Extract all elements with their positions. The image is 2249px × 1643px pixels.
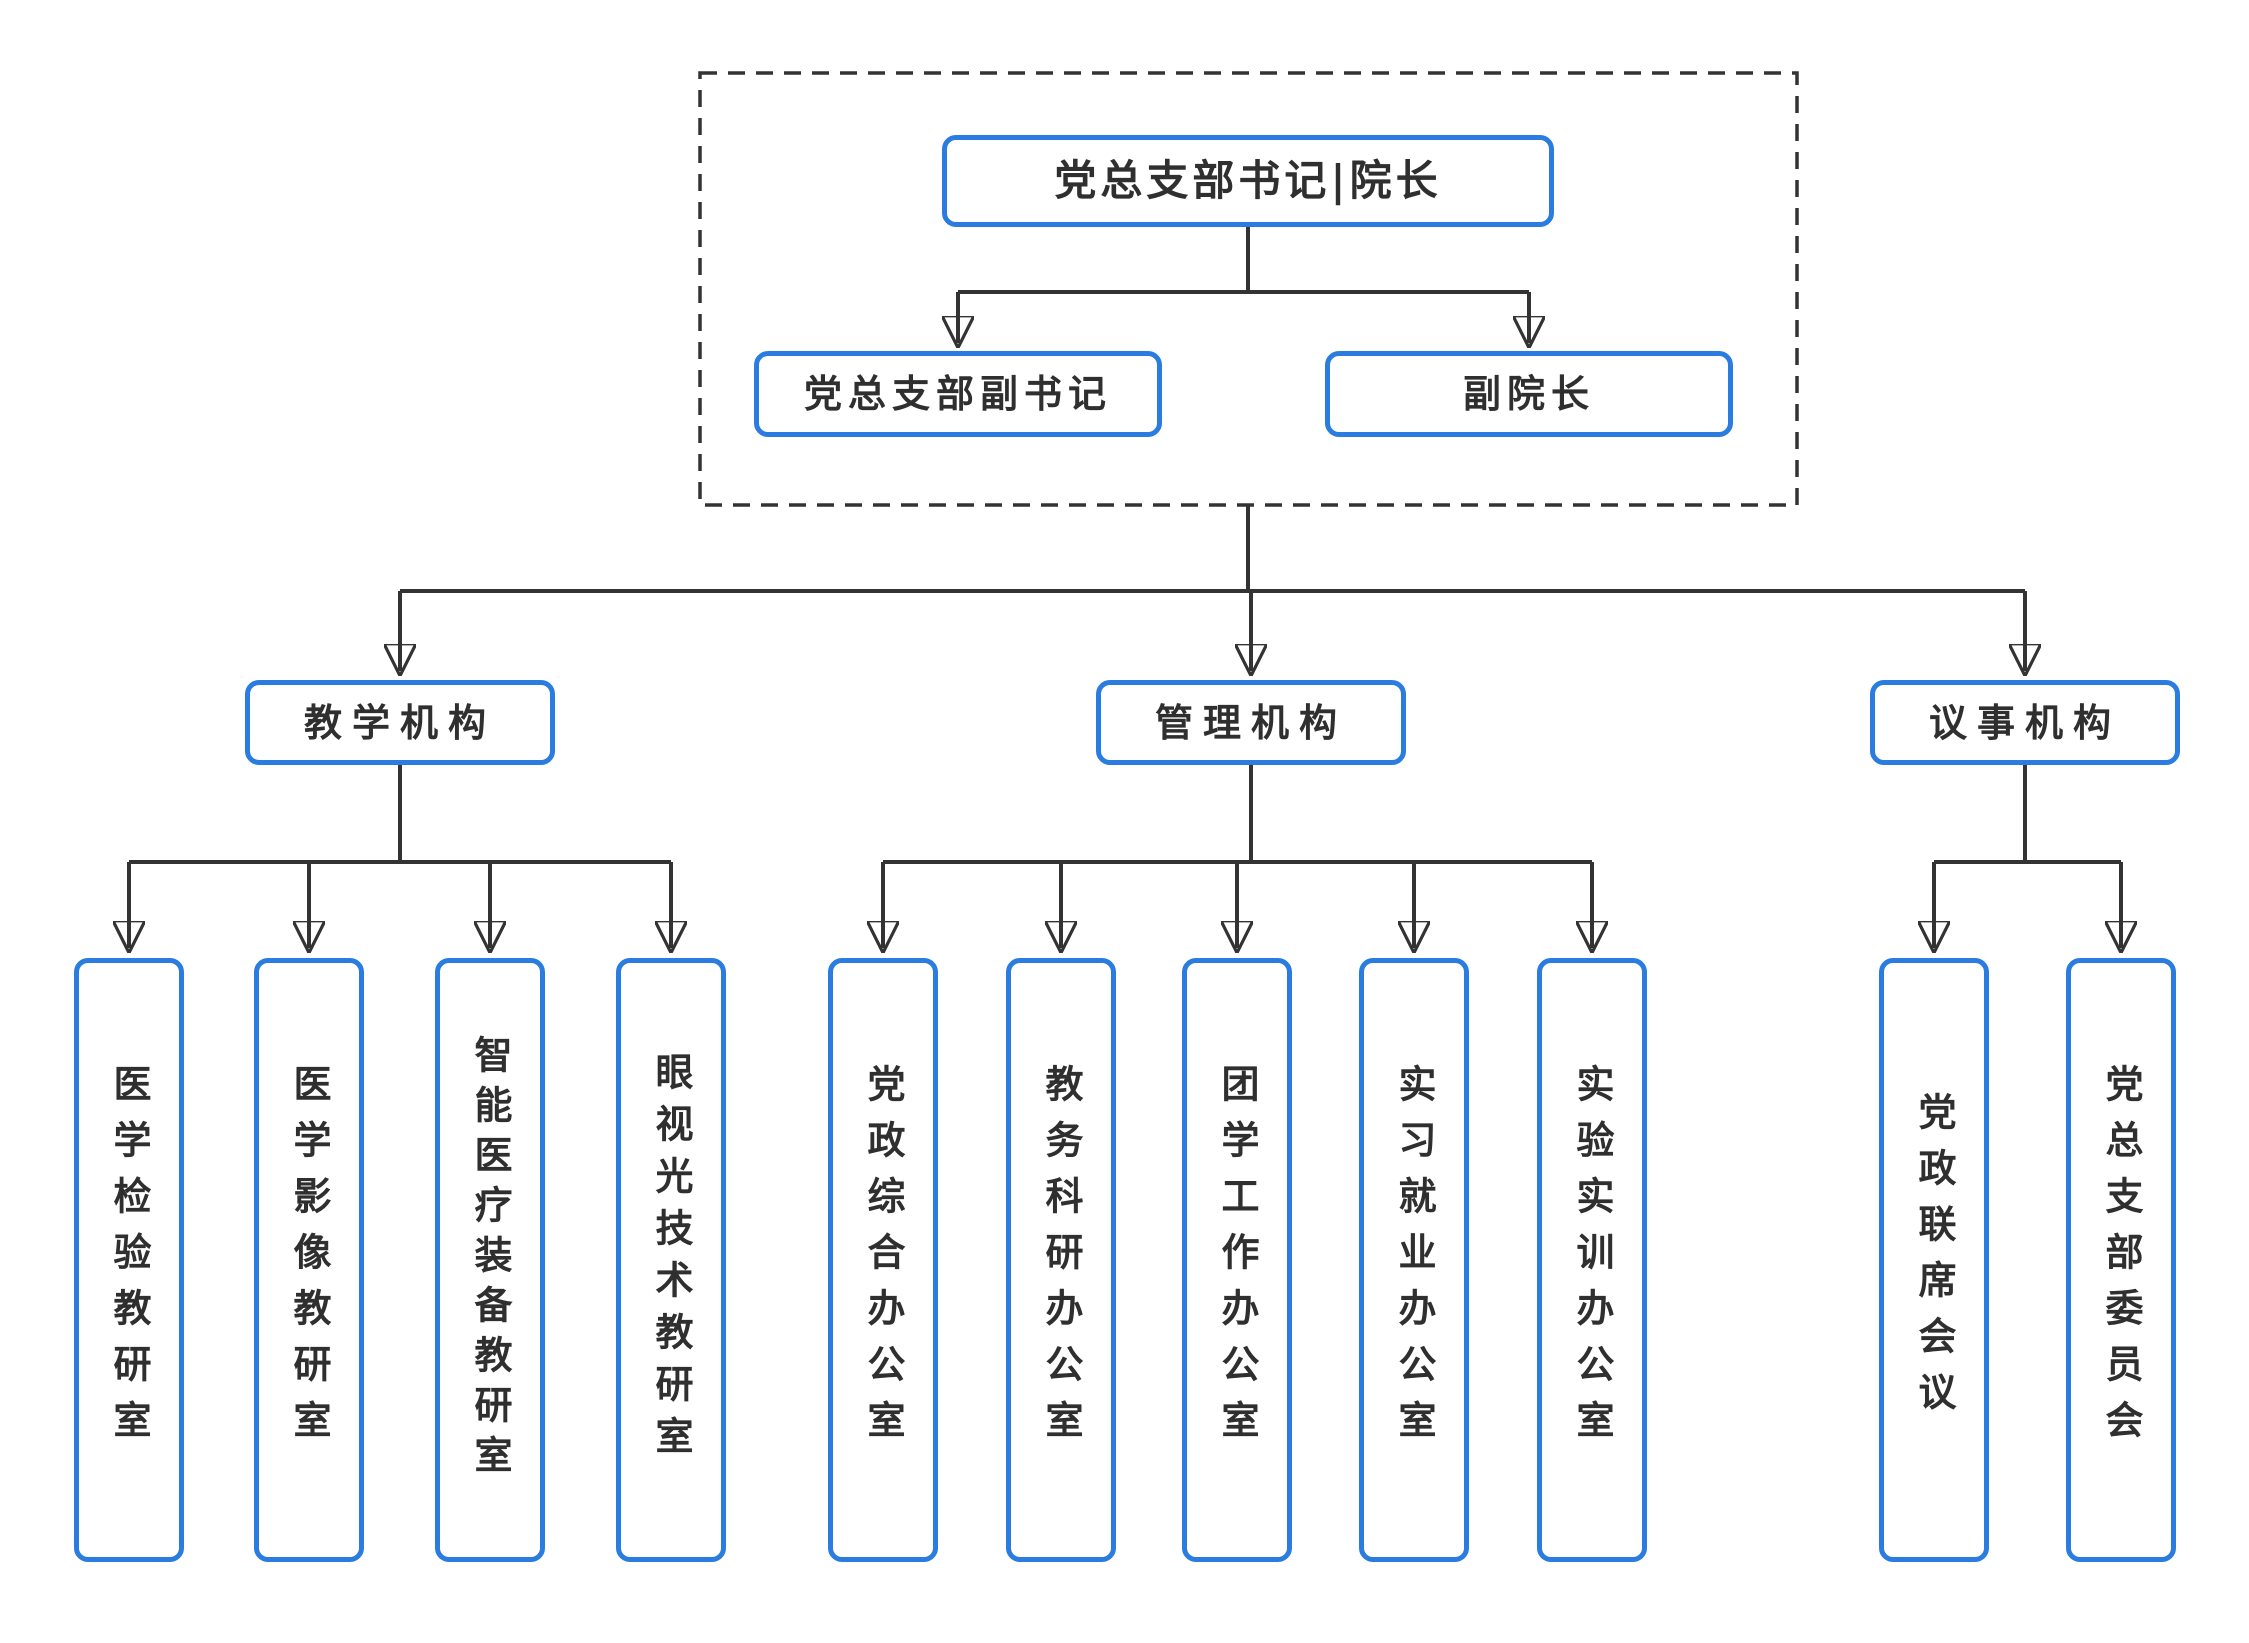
connectors-branches	[400, 505, 2025, 671]
node-internship-employment-office: 实习就业办公室	[1359, 958, 1469, 1562]
node-vice-dean: 副院长	[1325, 351, 1733, 437]
connectors-management-group	[883, 765, 1592, 948]
node-medical-imaging-office: 医学影像教研室	[254, 958, 364, 1562]
node-label: 团学工作办公室	[1215, 1064, 1260, 1456]
node-party-admin-joint-meeting: 党政联席会议	[1879, 958, 1989, 1562]
node-label: 智能医疗装备教研室	[468, 1035, 513, 1485]
node-branch-teaching: 教学机构	[245, 680, 555, 765]
node-label: 实习就业办公室	[1392, 1064, 1437, 1456]
node-label: 党总支部委员会	[2099, 1064, 2144, 1456]
connectors-deliberative-group	[1934, 765, 2121, 948]
node-medical-lab-office: 医学检验教研室	[74, 958, 184, 1562]
node-party-branch-committee: 党总支部委员会	[2066, 958, 2176, 1562]
node-youth-league-work-office: 团学工作办公室	[1182, 958, 1292, 1562]
node-secretary-dean: 党总支部书记|院长	[942, 135, 1554, 227]
connectors-teaching-group	[129, 765, 671, 948]
node-branch-deliberative: 议事机构	[1870, 680, 2180, 765]
node-party-admin-comprehensive-office: 党政综合办公室	[828, 958, 938, 1562]
node-label: 党政综合办公室	[861, 1064, 906, 1456]
node-branch-management: 管理机构	[1096, 680, 1406, 765]
node-label: 实验实训办公室	[1570, 1064, 1615, 1456]
node-label: 医学影像教研室	[287, 1064, 332, 1456]
node-deputy-secretary: 党总支部副书记	[754, 351, 1162, 437]
connectors-leadership	[958, 227, 1529, 343]
node-academic-research-office: 教务科研办公室	[1006, 958, 1116, 1562]
node-experiment-training-office: 实验实训办公室	[1537, 958, 1647, 1562]
node-label: 教务科研办公室	[1039, 1064, 1084, 1456]
node-intelligent-medical-equipment-office: 智能医疗装备教研室	[435, 958, 545, 1562]
node-optometry-technology-office: 眼视光技术教研室	[616, 958, 726, 1562]
node-label: 党政联席会议	[1912, 1092, 1957, 1428]
node-label: 医学检验教研室	[107, 1064, 152, 1456]
node-label: 眼视光技术教研室	[649, 1052, 694, 1468]
